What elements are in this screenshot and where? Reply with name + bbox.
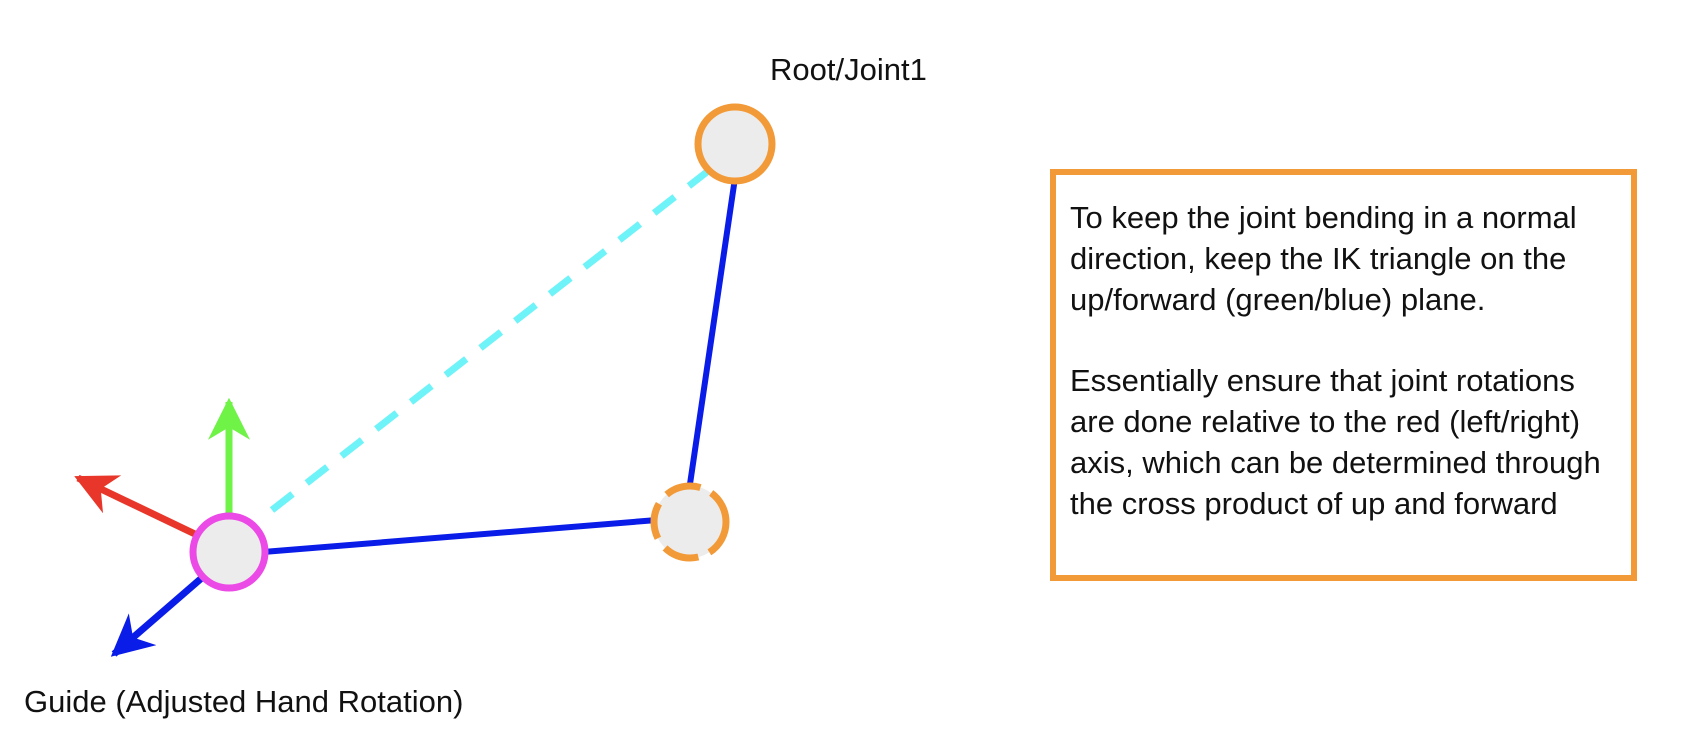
forward-axis-arrow-icon: [110, 573, 207, 657]
upper-bone: [687, 177, 738, 485]
explanation-paragraph-1: To keep the joint bending in a normal di…: [1070, 200, 1577, 317]
root-joint-label: Root/Joint1: [770, 52, 927, 87]
explanation-box: To keep the joint bending in a normal di…: [1050, 169, 1637, 581]
ik-target-line: [269, 165, 715, 513]
left-right-axis-arrow-icon: [74, 474, 199, 539]
guide-joint[interactable]: [189, 512, 269, 592]
root-joint[interactable]: [694, 103, 776, 185]
explanation-paragraph-2: Essentially ensure that joint rotations …: [1070, 363, 1601, 521]
guide-label: Guide (Adjusted Hand Rotation): [24, 684, 464, 719]
middle-joint[interactable]: [650, 482, 730, 562]
lower-bone: [262, 517, 658, 555]
